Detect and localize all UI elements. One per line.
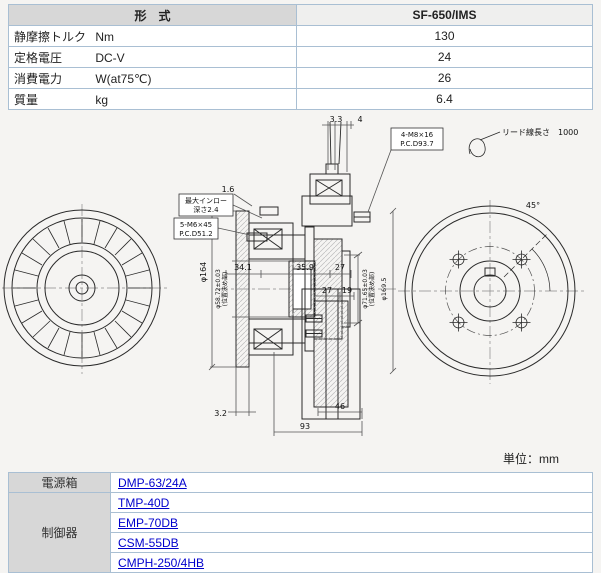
fit-note-right: (位置決め部): [368, 272, 376, 307]
unit-note: 単位：mm: [503, 452, 559, 466]
inlay-callout-line2: 深さ2.4: [193, 205, 219, 214]
bolt-callout-line2: P.C.D93.7: [400, 140, 433, 148]
coil-top: [253, 228, 283, 250]
screw-callout-line1: 5-M6×45: [180, 221, 212, 229]
m6-bolt-1: [246, 232, 268, 242]
lead-wire-label: リード線長さ 1000: [502, 127, 578, 137]
link-csm-55db[interactable]: CSM-55DB: [118, 535, 179, 550]
drawing-labels: 3.3 4 4-M8×16 P.C.D93.7 リード線長さ 1000 最大イン…: [179, 115, 578, 431]
accessory-row-power-box: 電源箱 DMP-63/24A: [8, 472, 593, 493]
dim-34-1: 34.1: [234, 263, 252, 272]
spec-table: 形 式 SF-650/IMS 静摩擦トルク Nm 130 定格電圧 DC-V 2…: [8, 4, 593, 110]
key-slot: [484, 267, 496, 277]
dia-164: φ164: [199, 262, 208, 283]
link-cmph-250-4hb[interactable]: CMPH-250/4HB: [118, 555, 205, 570]
spec-header-row: 形 式 SF-650/IMS: [8, 4, 593, 26]
dim-1-6: 1.6: [222, 185, 235, 194]
accessory-row-controller-3: CSM-55DB: [9, 532, 593, 553]
link-emp-70db[interactable]: EMP-70DB: [118, 515, 179, 530]
dia-58-72: φ58.72±0.03: [215, 269, 222, 309]
spec-row-mass: 質量 kg 6.4: [8, 88, 593, 110]
left-side-view: [3, 209, 161, 367]
spec-label-torque: 静摩擦トルク: [14, 29, 87, 44]
dim-19: 19: [342, 286, 352, 295]
lead-wire-curl: [468, 131, 501, 158]
accessory-row-controller-4: CMPH-250/4HB: [9, 552, 593, 573]
callout-boxes: [173, 127, 444, 240]
spec-unit-mass: kg: [95, 92, 109, 107]
screw-callout-line2: P.C.D51.2: [179, 230, 212, 238]
dim-27-lower: 27: [322, 286, 332, 295]
angle-45-line: [503, 232, 549, 278]
spec-row-power: 消費電力 W(at75℃) 26: [8, 67, 593, 89]
spec-unit-voltage: DC-V: [95, 50, 125, 65]
angle-45-label: 45°: [526, 201, 540, 210]
inlay-leader: [232, 204, 263, 219]
dim-46: 46: [335, 402, 345, 411]
spec-label-voltage: 定格電圧: [14, 50, 63, 65]
accessory-row-controller-1: 制御器 TMP-40D: [8, 492, 593, 573]
spec-label-mass: 質量: [14, 92, 39, 107]
dimension-lines: [208, 121, 501, 436]
output-block: [301, 288, 361, 420]
spec-header-model-value: SF-650/IMS: [296, 4, 593, 26]
accessory-table: 電源箱 DMP-63/24A 制御器 TMP-40D EMP-70DB CSM-…: [8, 472, 593, 573]
bolt-holes: [449, 250, 531, 332]
dim-27-upper: 27: [335, 263, 345, 272]
m6-bolt-2: [259, 206, 279, 216]
inlay-callout-line1: 最大インロー: [185, 196, 227, 205]
link-dmp-63-24a[interactable]: DMP-63/24A: [118, 475, 187, 490]
accessory-label-power-box: 電源箱: [8, 472, 111, 493]
dim-4: 4: [357, 115, 362, 124]
dia-71-65: φ71.65±0.03: [362, 269, 369, 309]
spec-row-voltage: 定格電圧 DC-V 24: [8, 46, 593, 68]
spec-value-voltage: 24: [296, 46, 593, 68]
fan-fins: [13, 219, 151, 357]
fit-note-left: (位置決め部): [221, 272, 229, 307]
spec-row-torque: 静摩擦トルク Nm 130: [8, 25, 593, 47]
dia-169-5: φ169.5: [380, 278, 388, 301]
spec-unit-power: W(at75℃): [95, 71, 152, 86]
spec-value-torque: 130: [296, 25, 593, 47]
spec-unit-torque: Nm: [95, 29, 115, 44]
technical-drawing: 3.3 4 4-M8×16 P.C.D93.7 リード線長さ 1000 最大イン…: [0, 112, 601, 450]
spec-value-mass: 6.4: [296, 88, 593, 110]
dim-3-2: 3.2: [214, 409, 227, 418]
spec-header-model-label: 形 式: [8, 4, 297, 26]
accessory-label-controller: 制御器: [8, 492, 111, 573]
link-tmp-40d[interactable]: TMP-40D: [118, 495, 170, 510]
bolt-leader: [367, 149, 392, 213]
dim-3-3: 3.3: [330, 115, 343, 124]
drawing-svg: 3.3 4 4-M8×16 P.C.D93.7 リード線長さ 1000 最大イン…: [2, 115, 584, 436]
lead-wires: [329, 121, 342, 165]
spec-label-power: 消費電力: [14, 71, 63, 86]
coil-bottom: [253, 328, 283, 350]
angle-45-arc: [531, 248, 551, 292]
dim-93: 93: [300, 422, 310, 431]
screw-leader: [217, 227, 251, 236]
cross-section-view: [235, 121, 371, 420]
right-side-view: [404, 205, 576, 377]
spec-value-power: 26: [296, 67, 593, 89]
bolt-callout-line1: 4-M8×16: [401, 131, 434, 139]
dim-35-9: 35.9: [296, 263, 314, 272]
